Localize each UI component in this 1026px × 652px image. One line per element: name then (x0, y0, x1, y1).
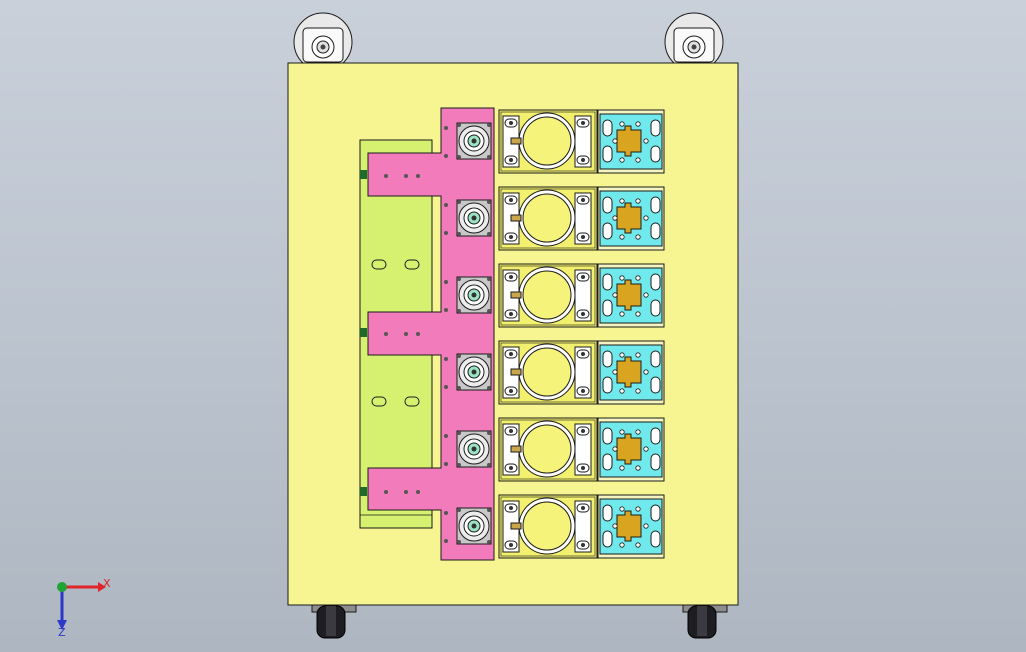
nest-block (597, 109, 665, 174)
station-6 (456, 494, 665, 559)
nest-block (597, 494, 665, 559)
nest-block (597, 340, 665, 405)
bottom-wheel-left (311, 603, 357, 639)
clamp-block (498, 109, 598, 174)
cylinder-valve (456, 507, 492, 545)
cylinder-valve (456, 276, 492, 314)
coordinate-triad-icon: X Z (57, 577, 111, 639)
cylinder-valve (456, 122, 492, 160)
nest-block (597, 186, 665, 251)
manifold-holes (384, 126, 448, 543)
clamp-block (498, 340, 598, 405)
clamp-block (498, 494, 598, 559)
nest-block (597, 263, 665, 328)
clamp-block (498, 186, 598, 251)
bottom-wheel-right (682, 603, 728, 639)
cylinder-valve (456, 430, 492, 468)
clamp-block (498, 417, 598, 482)
station-3 (456, 263, 665, 328)
x-axis-label: X (103, 577, 111, 590)
manifold-ports (360, 170, 367, 496)
top-caster-right (664, 12, 724, 72)
station-4 (456, 340, 665, 405)
station-1 (456, 109, 665, 174)
station-array (456, 109, 665, 559)
clamp-block (498, 263, 598, 328)
top-caster-left (293, 12, 353, 72)
nest-block (597, 417, 665, 482)
station-2 (456, 186, 665, 251)
station-5 (456, 417, 665, 482)
z-axis-label: Z (58, 626, 66, 639)
cylinder-valve (456, 199, 492, 237)
cylinder-valve (456, 353, 492, 391)
